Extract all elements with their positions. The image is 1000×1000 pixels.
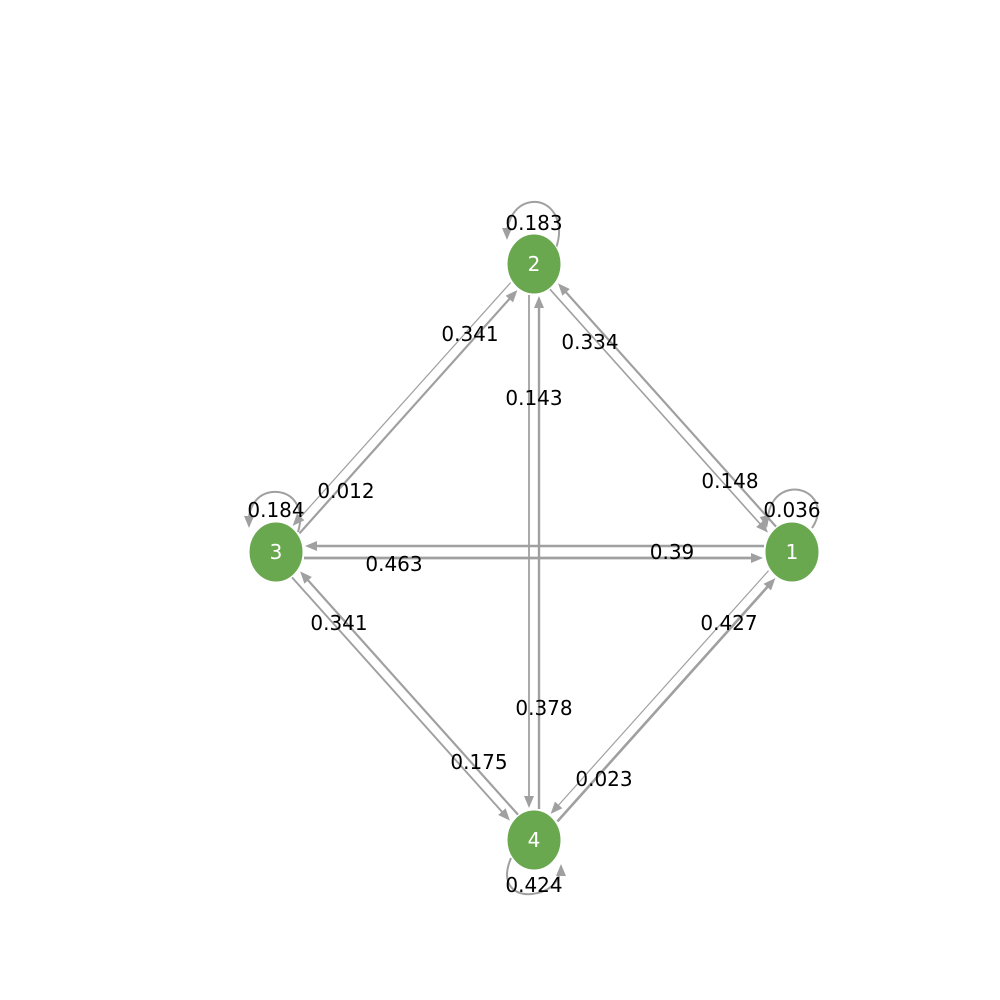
self-loop-4-arrowhead: [556, 864, 566, 876]
edge-label-3-to-1: 0.463: [365, 552, 422, 576]
edge-3-to-2-arrowhead: [505, 290, 518, 303]
edge-label-4-to-3: 0.341: [310, 611, 367, 635]
node-4[interactable]: 4: [506, 809, 562, 871]
edge-2-to-3-arrowhead: [292, 513, 305, 526]
edge-3-to-4: [291, 576, 504, 814]
self-loop-1: [767, 488, 819, 529]
node-3[interactable]: 3: [248, 521, 304, 583]
edge-2-to-1: [549, 288, 762, 526]
self-loop-2: [506, 200, 561, 249]
edge-1-to-4: [556, 570, 770, 807]
node-1-circle[interactable]: [764, 521, 820, 583]
self-loop-1-arrowhead: [759, 515, 770, 528]
edge-label-3-to-4: 0.175: [450, 750, 507, 774]
edge-3-to-1-arrowhead: [751, 553, 763, 563]
edge-1-to-2-arrowhead: [558, 283, 570, 296]
node-4-circle[interactable]: [506, 809, 562, 871]
node-4-label: 4: [528, 828, 541, 852]
node-2[interactable]: 2: [506, 233, 562, 295]
edge-label-4-to-2: 0.378: [515, 696, 572, 720]
self-loop-label-1: 0.036: [763, 498, 820, 522]
self-loop-3: [248, 490, 302, 533]
edge-4-to-1-arrowhead: [763, 578, 776, 591]
edge-label-2-to-1: 0.148: [701, 469, 758, 493]
edge-label-4-to-1: 0.427: [700, 611, 757, 635]
edge-4-to-1: [556, 584, 770, 823]
edge-labels-layer: 0.148 0.334 0.341 0.012 0.143 0.378 0.39 0.463 0…: [247, 211, 820, 897]
edge-2-to-1-arrowhead: [756, 520, 768, 533]
edge-4-to-3: [305, 578, 519, 816]
self-loop-3-arrowhead: [244, 516, 254, 528]
edge-3-to-2: [298, 296, 512, 535]
self-loop-4: [506, 857, 561, 896]
node-2-circle[interactable]: [506, 233, 562, 295]
self-loop-label-2: 0.183: [505, 211, 562, 235]
edge-4-to-3-arrowhead: [300, 571, 312, 584]
node-1-label: 1: [786, 540, 799, 564]
edge-3-to-4-arrowhead: [498, 808, 510, 821]
edge-2-to-3: [298, 282, 512, 519]
edge-label-1-to-3: 0.39: [650, 540, 695, 564]
node-3-circle[interactable]: [248, 521, 304, 583]
self-loops-layer: [244, 200, 819, 896]
node-1[interactable]: 1: [764, 521, 820, 583]
edge-4-to-2-arrowhead: [534, 296, 544, 308]
edge-label-2-to-4: 0.143: [505, 386, 562, 410]
edge-1-to-3-arrowhead: [305, 541, 317, 551]
edge-label-3-to-2: 0.341: [441, 322, 498, 346]
nodes-layer: 1 2 3 4: [248, 233, 820, 871]
node-3-label: 3: [270, 540, 283, 564]
self-loop-2-arrowhead: [502, 228, 512, 240]
edge-label-2-to-3: 0.012: [317, 479, 374, 503]
edge-label-1-to-2: 0.334: [561, 330, 618, 354]
edges-layer: [291, 282, 777, 823]
edge-1-to-4-arrowhead: [550, 801, 563, 814]
edge-2-to-4-arrowhead: [524, 796, 534, 808]
edge-1-to-2: [563, 290, 777, 528]
node-2-label: 2: [528, 252, 541, 276]
self-loop-label-3: 0.184: [247, 498, 304, 522]
edge-label-1-to-4: 0.023: [575, 767, 632, 791]
self-loop-label-4: 0.424: [505, 873, 562, 897]
